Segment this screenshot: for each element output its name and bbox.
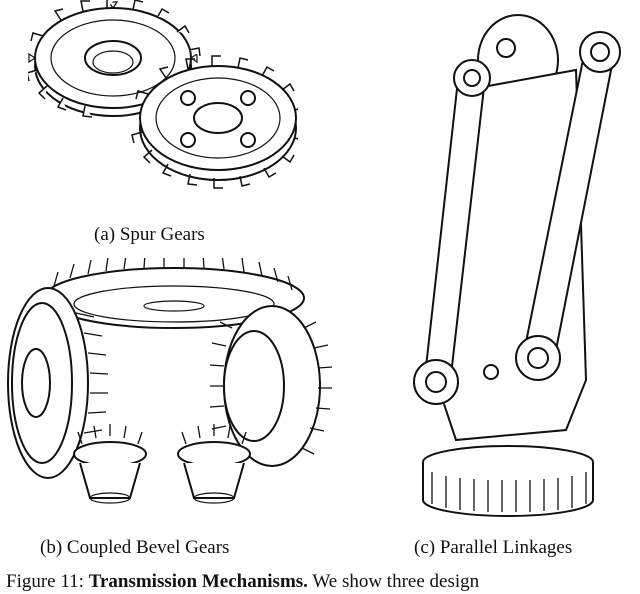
bevel-gear-bottom-right (177, 424, 251, 504)
spur-gears-illustration (28, 0, 298, 210)
subfigure-caption-c: (c) Parallel Linkages (414, 537, 573, 558)
parallel-linkages-illustration (396, 0, 622, 522)
spur-gear-back (28, 0, 201, 118)
subfigure-caption-b: (b) Coupled Bevel Gears (40, 537, 230, 558)
left-link (413, 59, 491, 405)
spur-gear-front (131, 55, 298, 189)
subfigure-caption-a: (a) Spur Gears (94, 224, 205, 245)
bevel-gear-right (209, 305, 333, 467)
bevel-gear-left (7, 287, 109, 479)
bevel-gear-bottom-left (73, 424, 147, 504)
figure-title: Transmission Mechanisms. (88, 571, 308, 592)
bevel-gears-illustration (4, 258, 344, 528)
figure-text: We show three design (312, 571, 480, 592)
figure-label: Figure 11: (6, 571, 84, 592)
linkage-bottom-gear (422, 445, 594, 517)
figure-caption: Figure 11: Transmission Mechanisms. We s… (6, 570, 479, 594)
right-link (515, 31, 621, 381)
